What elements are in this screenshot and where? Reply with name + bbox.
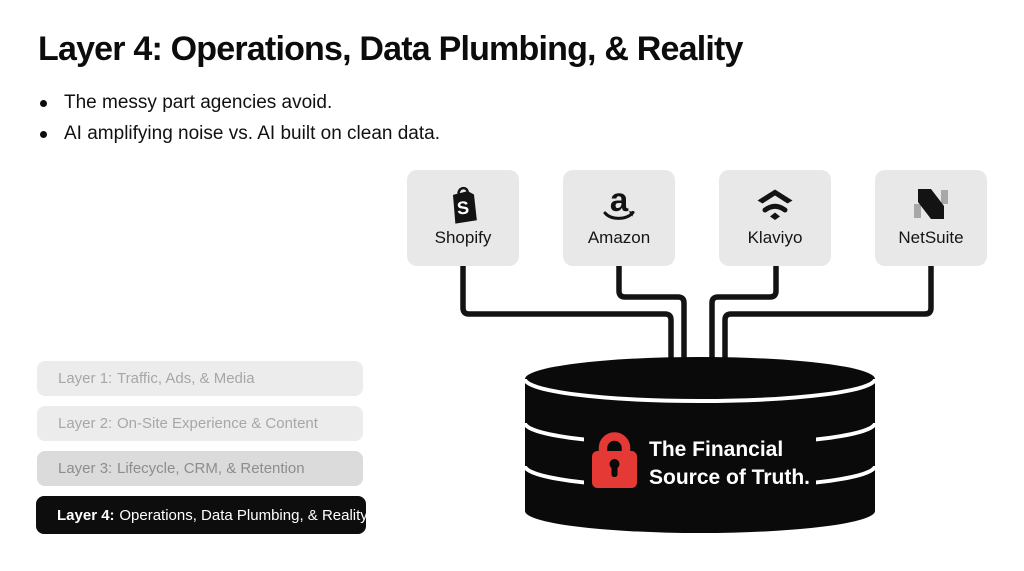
connector-lines [460,265,934,378]
layer-prefix: Layer 1: [58,370,113,387]
bullet-text: AI amplifying noise vs. AI built on clea… [64,123,440,144]
layer-text: Traffic, Ads, & Media [117,370,255,387]
bullet-item: The messy part agencies avoid. [40,92,440,114]
database-label: The Financial Source of Truth. [649,436,810,492]
source-box-netsuite: NetSuite [875,170,987,266]
connector-amazon [616,265,687,378]
netsuite-n-icon [909,181,953,227]
source-label: NetSuite [898,228,964,247]
layer-row-1: Layer 1: Traffic, Ads, & Media [37,361,363,396]
layer-text: On-Site Experience & Content [117,415,318,432]
layer-row-4-active: Layer 4: Operations, Data Plumbing, & Re… [36,496,368,534]
svg-text:S: S [456,198,470,219]
layer-text: Operations, Data Plumbing, & Reality [119,506,368,524]
source-label: Amazon [587,228,651,247]
bullet-dot-icon [40,99,47,107]
connector-shopify [460,265,674,378]
source-box-amazon: a Amazon [563,170,675,266]
layer-prefix: Layer 4: [57,506,115,524]
bullet-item: AI amplifying noise vs. AI built on clea… [40,123,440,145]
layer-text: Lifecycle, CRM, & Retention [117,460,305,477]
shopify-bag-icon: S [442,181,484,227]
amazon-smile-icon: a [597,181,641,227]
bullet-dot-icon [40,130,47,138]
bullet-list: The messy part agencies avoid. AI amplif… [40,92,440,154]
page-title: Layer 4: Operations, Data Plumbing, & Re… [38,30,743,68]
source-box-klaviyo: Klaviyo [719,170,831,266]
database-label-line1: The Financial [649,438,784,461]
layer-prefix: Layer 2: [58,415,113,432]
source-label: Klaviyo [747,228,803,247]
layer-row-2: Layer 2: On-Site Experience & Content [37,406,363,441]
svg-text:a: a [610,182,629,218]
source-label: Shopify [434,228,492,247]
connector-netsuite [722,265,934,378]
connector-klaviyo [709,265,779,378]
layer-list: Layer 1: Traffic, Ads, & Media Layer 2: … [36,361,368,544]
klaviyo-signal-icon [753,181,797,227]
layer-prefix: Layer 3: [58,460,113,477]
red-padlock-icon [592,432,637,488]
database-label-line2: Source of Truth. [649,466,811,489]
bullet-text: The messy part agencies avoid. [64,92,333,113]
layer-row-3: Layer 3: Lifecycle, CRM, & Retention [37,451,363,486]
source-box-shopify: S Shopify [407,170,519,266]
